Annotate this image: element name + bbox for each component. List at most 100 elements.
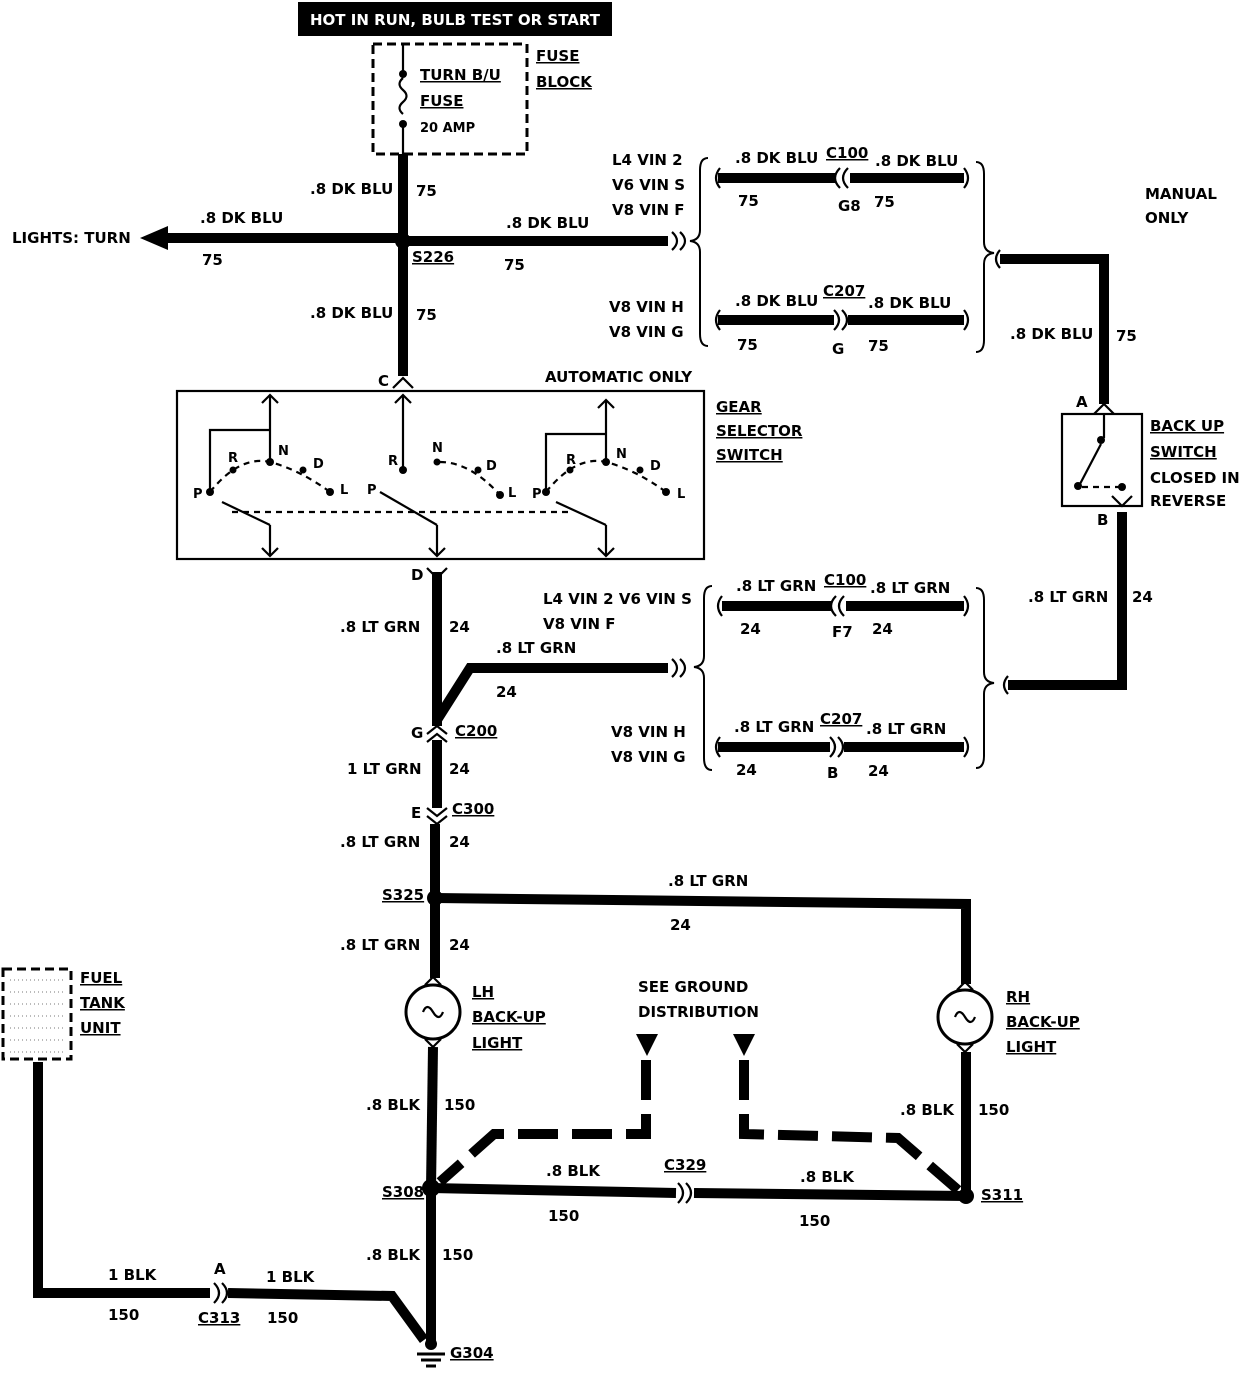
gear-switch-section-1: [206, 393, 334, 558]
automatic-only-label: AUTOMATIC ONLY: [545, 368, 693, 386]
gear-3-r: R: [566, 453, 576, 468]
c100-grn-circuit-right: 24: [872, 620, 893, 638]
c300-pin: E: [411, 804, 421, 822]
top-variant-a-line2: V6 VIN S: [612, 176, 685, 194]
gear-1-l: L: [340, 483, 348, 498]
gear-switch-pin-c-connector-icon: [392, 376, 414, 389]
gear-switch-section-3: [542, 398, 670, 558]
c100-blu-wire-left: .8 DK BLU: [735, 149, 818, 167]
mid-variant-b-line2: V8 VIN G: [611, 748, 686, 766]
mid-variant-a-line2: V8 VIN F: [543, 615, 615, 633]
splice-s325-label: S325: [382, 886, 424, 904]
gear-selector-switch-box: [175, 389, 706, 561]
c200-pin: G: [411, 724, 423, 742]
backup-switch-contact-right: [1118, 483, 1126, 491]
wire-c200-c300-label: 1 LT GRN: [347, 760, 422, 778]
wire-c313-out-circuit: 150: [267, 1309, 298, 1327]
c100-blu-label: C100: [826, 144, 868, 162]
gear-1-p: P: [193, 487, 203, 502]
c329-connector-icon: [677, 1182, 693, 1204]
wire-backup-switch-to-merge: [1008, 512, 1127, 690]
c300-connector-icon: [426, 807, 448, 826]
c100-grn-right-end-icon: [963, 595, 970, 617]
fuse-terminal-top: [399, 70, 407, 78]
c200-label: C200: [455, 722, 497, 740]
gear-3-d: D: [650, 459, 661, 474]
lh-light-label-line3: LIGHT: [472, 1034, 523, 1052]
rh-light-label-line2: BACK-UP: [1006, 1013, 1080, 1031]
gear-3-l: L: [677, 487, 685, 502]
wire-left-circuit: 75: [202, 251, 223, 269]
top-variant-b-line1: V8 VIN H: [609, 298, 684, 316]
backup-switch-label-line1: BACK UP: [1150, 417, 1224, 435]
dashed-ground-left: [436, 1060, 651, 1186]
c207-grn-connector-icon: [829, 736, 845, 758]
backup-switch-contact-top: [1097, 436, 1105, 444]
top-variant-a-line3: V8 VIN F: [612, 201, 684, 219]
mid-variant-right-brace: [975, 587, 995, 769]
wire-c200-c300-circuit: 24: [449, 760, 470, 778]
gear-3-n: N: [616, 447, 627, 462]
wire-fuse-out-label: .8 DK BLU: [310, 180, 393, 198]
top-variant-right-brace: [975, 161, 995, 353]
c100-grn-pin: F7: [832, 623, 853, 641]
wire-lh-ground-label: .8 BLK: [366, 1096, 421, 1114]
wire-c300-s325-circuit: 24: [449, 833, 470, 851]
dashed-ground-right: [739, 1060, 962, 1194]
c207-grn-left-end-icon: [714, 736, 721, 758]
manual-wire-start-icon: [994, 249, 1001, 269]
c207-blu-wire-left: .8 DK BLU: [735, 292, 818, 310]
wire-s325-rh-circuit: 24: [670, 916, 691, 934]
fuse-rating: 20 AMP: [420, 121, 475, 136]
wire-c313-to-g304: [227, 1288, 429, 1343]
wire-backup-out-label: .8 LT GRN: [1028, 588, 1108, 606]
c207-grn-circuit-right: 24: [868, 762, 889, 780]
c207-blu-circuit-right: 75: [868, 337, 889, 355]
lh-light-label-line1: LH: [472, 983, 494, 1001]
c313-label: C313: [198, 1309, 240, 1327]
c207-grn-wire-right: .8 LT GRN: [866, 720, 946, 738]
backup-switch-box: [1060, 412, 1144, 508]
backup-switch-pin-b: B: [1097, 511, 1108, 529]
wire-left-label: .8 DK BLU: [200, 209, 283, 227]
rh-light-label-line1: RH: [1006, 988, 1030, 1006]
wire-fuel-label: 1 BLK: [108, 1266, 158, 1284]
c200-connector-icon: [426, 724, 448, 743]
wire-right-label: .8 DK BLU: [506, 214, 589, 232]
backup-switch-label-line3: CLOSED IN: [1150, 469, 1240, 487]
c313-connector-icon: [213, 1282, 229, 1304]
wire-variant-join-label: .8 LT GRN: [496, 639, 576, 657]
splice-s226-label: S226: [412, 248, 454, 266]
lights-turn-arrow-icon: [140, 226, 168, 250]
wire-backup-out-circuit: 24: [1132, 588, 1153, 606]
top-variant-left-brace: [689, 157, 709, 347]
backup-switch-blade: [1079, 443, 1102, 485]
c207-blu-pin: G: [832, 340, 844, 358]
gear-switch-label-line2: SELECTOR: [716, 422, 803, 440]
c207-grn-right-end-icon: [963, 736, 970, 758]
wire-down-label: .8 DK BLU: [310, 304, 393, 322]
fuse-block-label-line2: BLOCK: [536, 73, 593, 91]
wire-fuel-to-c313: [33, 1062, 210, 1298]
fuel-tank-unit-box: [1, 967, 73, 1061]
fuel-tank-label-line2: TANK: [80, 994, 126, 1012]
top-variant-a-line1: L4 VIN 2: [612, 151, 683, 169]
wire-fuse-out-circuit: 75: [416, 182, 437, 200]
c100-grn-wire-left: .8 LT GRN: [736, 577, 816, 595]
lh-backup-light-icon: [404, 975, 462, 1049]
backup-switch-pin-a: A: [1076, 393, 1088, 411]
c313-pin: A: [214, 1260, 226, 1278]
fuel-tank-label-line3: UNIT: [80, 1019, 121, 1037]
wire-s308-c329-label: .8 BLK: [546, 1162, 601, 1180]
gear-2-n: N: [432, 441, 443, 456]
gear-2-p: P: [367, 483, 377, 498]
c207-blu-label: C207: [823, 282, 865, 300]
c300-label: C300: [452, 800, 494, 818]
wire-c300-s325-label: .8 LT GRN: [340, 833, 420, 851]
wire-down-circuit: 75: [416, 306, 437, 324]
wire-gear-out-label: .8 LT GRN: [340, 618, 420, 636]
gear-3-p: P: [532, 487, 542, 502]
wire-c329-s311-label: .8 BLK: [800, 1168, 855, 1186]
c100-grn-connector-icon: [829, 595, 845, 617]
